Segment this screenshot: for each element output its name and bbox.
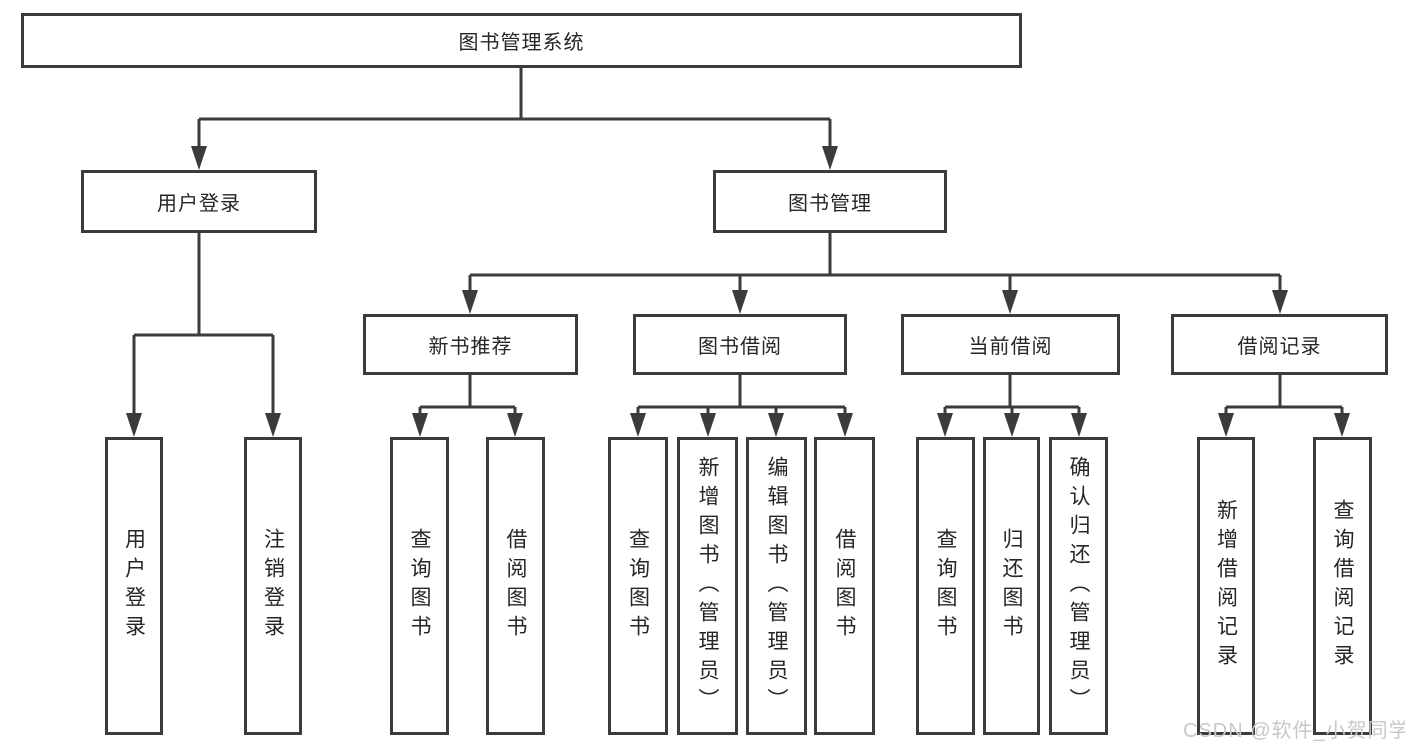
- node-book-management-branch: 图书管理: [713, 170, 947, 233]
- node-borrow-records: 借阅记录: [1171, 314, 1388, 375]
- leaf-borrow-books-2: 借阅图书: [814, 437, 875, 735]
- leaf-return-books: 归还图书: [983, 437, 1040, 735]
- leaf-query-borrow-record: 查询借阅记录: [1313, 437, 1372, 735]
- node-current-borrow: 当前借阅: [901, 314, 1120, 375]
- csdn-watermark: CSDN @软件_小贺同学: [1183, 720, 1405, 742]
- leaf-add-borrow-record: 新增借阅记录: [1197, 437, 1255, 735]
- leaf-logout: 注销登录: [244, 437, 302, 735]
- node-root-system: 图书管理系统: [21, 13, 1022, 68]
- leaf-query-books-1: 查询图书: [390, 437, 449, 735]
- leaf-confirm-return-admin: 确认归还（管理员）: [1049, 437, 1108, 735]
- leaf-add-books-admin: 新增图书（管理员）: [677, 437, 738, 735]
- leaf-query-books-3: 查询图书: [916, 437, 975, 735]
- node-book-borrow: 图书借阅: [633, 314, 847, 375]
- node-user-login-branch: 用户登录: [81, 170, 317, 233]
- leaf-user-login: 用户登录: [105, 437, 163, 735]
- leaf-borrow-books-1: 借阅图书: [486, 437, 545, 735]
- leaf-edit-books-admin: 编辑图书（管理员）: [746, 437, 807, 735]
- node-new-book-recommend: 新书推荐: [363, 314, 578, 375]
- leaf-query-books-2: 查询图书: [608, 437, 668, 735]
